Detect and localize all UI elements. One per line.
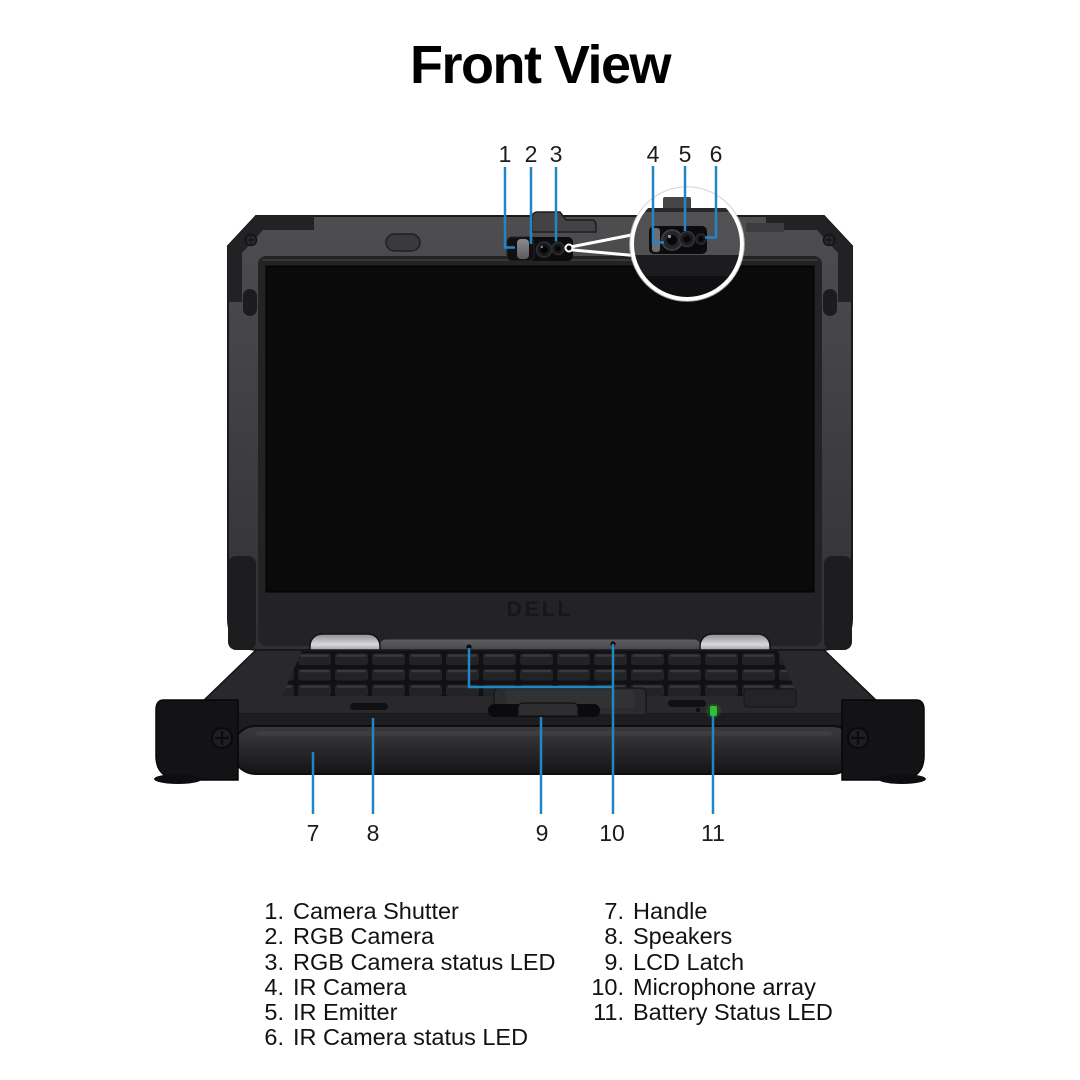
callout-number-7: 7 xyxy=(306,820,320,846)
callout-number-6: 6 xyxy=(709,141,723,167)
magnifier-ring xyxy=(630,187,744,301)
laptop-lid: DELL xyxy=(227,211,853,651)
lid-top-tab-right xyxy=(746,223,784,232)
callout-number-8: 8 xyxy=(366,820,380,846)
legend-item: 4. IR Camera xyxy=(236,973,556,1000)
camera-module xyxy=(506,236,573,262)
legend-item: 2. RGB Camera xyxy=(236,923,556,950)
callout-number-5: 5 xyxy=(678,141,692,167)
speaker-left xyxy=(350,703,388,710)
legend-item-label: IR Camera status LED xyxy=(293,1024,529,1051)
legend-item-number: 11. xyxy=(593,999,624,1026)
legend-item-number: 6. xyxy=(264,1024,284,1051)
ir-camera-module xyxy=(649,226,707,254)
callout-line-6 xyxy=(705,166,718,239)
legend-item: 3. RGB Camera status LED xyxy=(236,948,556,975)
callout-number-3: 3 xyxy=(549,141,563,167)
legend-item: 10. Microphone array xyxy=(576,973,833,1000)
legend-item-label: IR Emitter xyxy=(293,999,398,1026)
handle xyxy=(231,725,857,775)
legend-item: 6. IR Camera status LED xyxy=(236,1024,556,1051)
legend-item-label: Speakers xyxy=(633,923,733,950)
legend-item-label: Camera Shutter xyxy=(293,898,459,924)
base-screw-right xyxy=(847,727,869,749)
callout-line-10a xyxy=(467,648,613,689)
base-screw-left xyxy=(211,727,233,749)
legend-item-number: 1. xyxy=(264,898,284,924)
led-hole xyxy=(696,708,700,712)
foot-right xyxy=(878,774,926,784)
legend-item-label: IR Camera xyxy=(293,973,407,1000)
lid-screw-left xyxy=(244,233,258,247)
legend-item-label: Battery Status LED xyxy=(633,999,833,1026)
legend-item-label: Handle xyxy=(633,898,708,924)
callout-number-1: 1 xyxy=(498,141,512,167)
battery-status-led xyxy=(710,706,717,716)
lid-top-latch xyxy=(531,211,597,233)
legend-item: 5. IR Emitter xyxy=(236,999,556,1026)
legend-item-number: 4. xyxy=(264,973,284,1000)
laptop-screen xyxy=(265,265,815,593)
magnifier-pointer xyxy=(564,233,636,257)
legend-item-number: 8. xyxy=(604,923,624,950)
legend-item: 9. LCD Latch xyxy=(576,948,833,975)
dell-logo: DELL xyxy=(507,598,574,621)
legend-item: 8. Speakers xyxy=(576,923,833,950)
callout-number-11: 11 xyxy=(701,820,725,846)
lid-screw-right xyxy=(822,233,836,247)
speaker-right xyxy=(668,700,706,707)
legend-item-label: LCD Latch xyxy=(633,948,745,975)
callout-number-4: 4 xyxy=(646,141,660,167)
lid-slot-right xyxy=(823,289,837,316)
legend-column-right: 7. Handle 8. Speakers 9. LCD Latch 10. M… xyxy=(576,898,833,1026)
fingerprint-reader xyxy=(743,688,797,708)
callout-line-4 xyxy=(651,166,664,244)
legend-item-number: 9. xyxy=(604,948,624,975)
legend-item-label: Microphone array xyxy=(633,973,816,1000)
legend-item-number: 7. xyxy=(604,898,624,924)
foot-left xyxy=(154,774,202,784)
legend-item-label: RGB Camera status LED xyxy=(293,948,556,975)
camera-shutter xyxy=(517,239,529,259)
legend-item-number: 3. xyxy=(264,948,284,975)
legend-item: 1. Camera Shutter xyxy=(236,898,556,924)
lid-button xyxy=(385,233,421,252)
legend-item-number: 10. xyxy=(591,973,624,1000)
legend-item-number: 5. xyxy=(264,999,284,1026)
legend-item-number: 2. xyxy=(264,923,284,950)
lid-bumper-bottom-left xyxy=(228,556,256,650)
legend-item-label: RGB Camera xyxy=(293,923,435,950)
callout-lines xyxy=(311,166,718,814)
lcd-latch xyxy=(517,702,579,717)
microphone-left xyxy=(466,644,472,650)
callout-line-1 xyxy=(503,167,515,249)
legend-item: 7. Handle xyxy=(576,898,833,924)
callout-number-9: 9 xyxy=(535,820,549,846)
legend-item: 11. Battery Status LED xyxy=(576,999,833,1026)
page-title: Front View xyxy=(409,35,672,95)
callout-number-2: 2 xyxy=(524,141,538,167)
lid-slot-left xyxy=(243,289,257,316)
callout-number-10: 10 xyxy=(599,820,625,846)
legend-column-left: 1. Camera Shutter 2. RGB Camera 3. RGB C… xyxy=(236,898,556,1051)
lid-bumper-bottom-right xyxy=(824,556,852,650)
